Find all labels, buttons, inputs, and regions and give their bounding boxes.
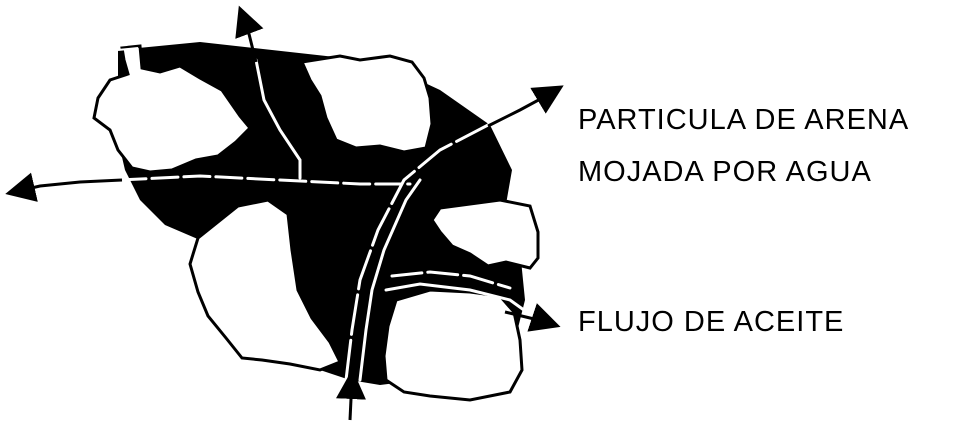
arrow-outflow-left: [14, 180, 122, 192]
sand-grain-bottom-right: [384, 290, 522, 400]
arrow-inflow-bottom: [350, 378, 352, 420]
wet-sand-label-line2: MOJADA POR AGUA: [578, 146, 909, 198]
arrow-outflow-top-right: [488, 90, 556, 126]
oil-flow-label: FLUJO DE ACEITE: [578, 306, 844, 339]
wet-sand-particle-label: PARTICULA DE ARENA MOJADA POR AGUA: [578, 94, 909, 198]
wet-sand-label-line1: PARTICULA DE ARENA: [578, 94, 909, 146]
